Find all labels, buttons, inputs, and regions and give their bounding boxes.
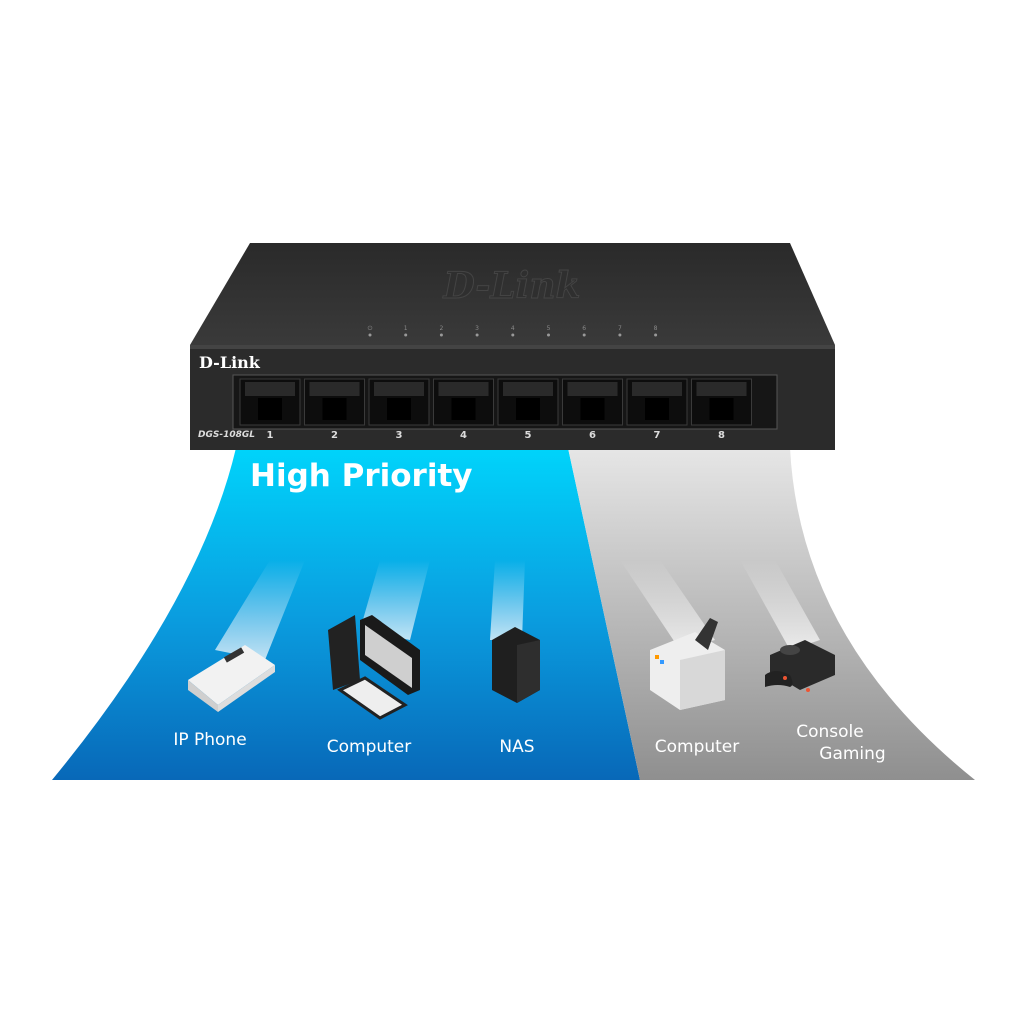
power-led xyxy=(368,333,372,337)
led-label: 2 xyxy=(439,325,443,332)
port-led xyxy=(654,333,658,337)
printer-icon xyxy=(650,618,725,710)
ethernet-port xyxy=(433,378,494,426)
device-label-console: Console xyxy=(796,722,864,742)
port-led xyxy=(511,333,515,337)
nas-icon xyxy=(492,627,540,703)
device-label-nas: NAS xyxy=(499,737,535,757)
port-led xyxy=(547,333,550,337)
port-led xyxy=(582,333,586,337)
led-label: 7 xyxy=(618,325,622,332)
power-icon: ⏻ xyxy=(368,325,373,332)
network-switch: D-Link ⏻ 1 2 3 4 5 6 7 8 xyxy=(190,243,835,450)
high-priority-band xyxy=(52,448,640,780)
port-number: 7 xyxy=(653,430,661,441)
device-label-printer-computer: Computer xyxy=(654,737,740,757)
led-label: 6 xyxy=(582,325,586,332)
led-label: 3 xyxy=(475,325,479,332)
port-led xyxy=(439,333,443,337)
svg-text:D-Link: D-Link xyxy=(443,265,581,307)
port-number: 1 xyxy=(266,430,274,441)
high-priority-title: High Priority xyxy=(250,458,473,494)
led-label: 4 xyxy=(511,325,515,332)
ethernet-port xyxy=(497,378,559,426)
ethernet-port xyxy=(626,378,688,426)
ip-phone-icon xyxy=(188,645,275,712)
port-number: 6 xyxy=(589,430,596,441)
ethernet-port xyxy=(691,378,752,426)
port-led xyxy=(404,333,408,337)
port-number: 3 xyxy=(395,430,403,441)
port-number: 4 xyxy=(460,430,467,441)
port-led xyxy=(618,333,622,337)
port-number: 2 xyxy=(331,430,338,441)
port-number: 5 xyxy=(524,430,532,441)
port-led xyxy=(475,333,479,337)
led-label: 5 xyxy=(547,325,551,332)
game-console-icon xyxy=(765,640,835,692)
port-number: 8 xyxy=(718,430,725,441)
ethernet-port xyxy=(304,378,365,426)
device-label-ip-phone: IP Phone xyxy=(173,730,247,750)
brand-logo: D-Link xyxy=(199,353,260,372)
model-label: DGS-108GL xyxy=(198,430,255,440)
ethernet-port xyxy=(368,378,430,426)
ethernet-port xyxy=(562,378,623,426)
led-label: 1 xyxy=(404,325,408,332)
device-label-computer: Computer xyxy=(326,737,412,757)
led-label: 8 xyxy=(654,325,658,332)
desktop-computer-icon xyxy=(328,615,420,720)
device-label-gaming: Gaming xyxy=(819,744,886,764)
ethernet-port xyxy=(239,378,301,426)
